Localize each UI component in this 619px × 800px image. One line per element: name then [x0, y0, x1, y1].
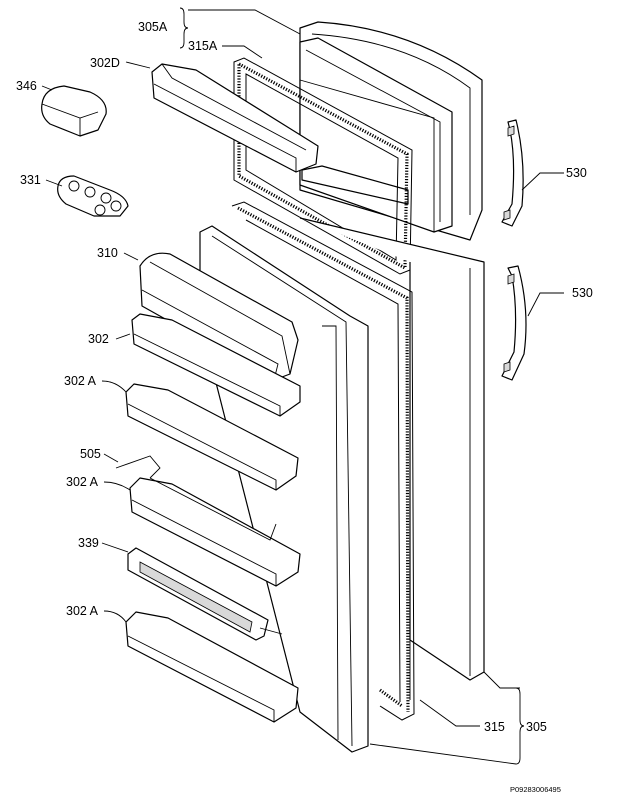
label-315: 315 — [484, 720, 505, 734]
label-346: 346 — [16, 79, 37, 93]
label-302a-second: 302 A — [66, 475, 99, 489]
label-331: 331 — [20, 173, 41, 187]
handle-lower — [501, 265, 527, 381]
label-302d: 302D — [90, 56, 120, 70]
label-310: 310 — [97, 246, 118, 260]
label-530-top: 530 — [566, 166, 587, 180]
shelf-302a-second — [129, 477, 301, 587]
drawing-code: P09283006495 — [510, 785, 561, 794]
shelf-302 — [131, 313, 301, 417]
label-302a-first: 302 A — [64, 374, 97, 388]
label-530-bottom: 530 — [572, 286, 593, 300]
label-505: 505 — [80, 447, 101, 461]
leader-lines — [41, 7, 564, 765]
label-302a-third: 302 A — [66, 604, 99, 618]
label-305: 305 — [526, 720, 547, 734]
filter-cover-339 — [127, 547, 283, 641]
fridge-door-gasket — [231, 201, 415, 721]
retainer-bar-505 — [115, 455, 277, 541]
egg-tray-cover — [41, 85, 107, 137]
freezer-door-inner-liner — [299, 37, 453, 233]
shelf-302a-third — [125, 611, 299, 723]
ice-cube-tray — [57, 175, 129, 217]
label-305a: 305A — [138, 20, 168, 34]
label-315a: 315A — [188, 39, 218, 53]
label-339: 339 — [78, 536, 99, 550]
shelf-302d — [151, 63, 319, 173]
shelf-302a-first — [125, 383, 299, 491]
label-302: 302 — [88, 332, 109, 346]
fridge-door-outer-panel — [299, 217, 485, 700]
handle-upper — [501, 119, 524, 227]
